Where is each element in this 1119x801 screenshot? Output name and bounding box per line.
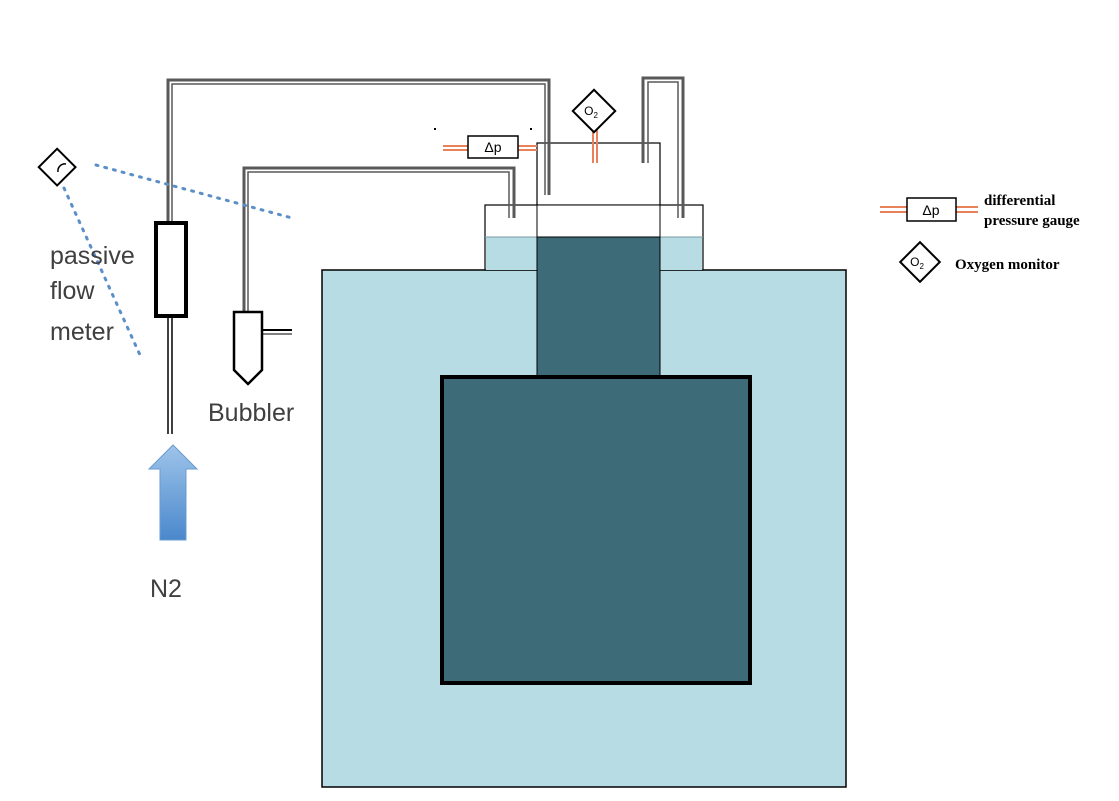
flow-meter-label-line1: passive	[50, 242, 135, 270]
flow-meter-label-line2: flow	[50, 277, 95, 305]
bubbler-label: Bubbler	[208, 399, 294, 427]
n2-supply-tube	[166, 78, 551, 225]
legend-o2-label: Oxygen monitor	[955, 257, 1060, 273]
legend-dp-label-line2: pressure gauge	[984, 213, 1080, 229]
vent-tube-inner	[647, 81, 679, 218]
bubbler-tube	[242, 166, 516, 315]
dp-mark-right	[530, 128, 532, 130]
headspace-box	[536, 142, 661, 206]
legend-dp: Δp	[880, 197, 978, 222]
n2-supply-tube-inner	[171, 83, 546, 225]
dotted-ray-top	[94, 163, 294, 220]
vent-tube-outer	[641, 76, 685, 218]
o2-monitor-symbol: O2	[584, 104, 598, 120]
o2-monitor	[571, 88, 617, 134]
legend-o2: O2	[898, 240, 942, 284]
vessel-neck	[536, 236, 661, 380]
n2-flow-arrow	[147, 444, 199, 541]
dp-gauge-symbol: Δp	[484, 139, 501, 155]
flow-meter-label-line3: meter	[50, 318, 114, 346]
camera-icon	[37, 147, 77, 187]
vessel-body	[440, 375, 752, 685]
dotted-ray-bottom	[62, 186, 142, 357]
bubbler	[232, 310, 264, 386]
flow-meter	[154, 221, 188, 318]
legend-dp-gauge	[906, 197, 957, 222]
dp-mark-left	[434, 128, 436, 130]
bubbler-tube-inner	[247, 171, 510, 315]
gas-label: N2	[150, 575, 182, 603]
legend-dp-symbol: Δp	[922, 202, 939, 218]
legend-o2-symbol: O2	[910, 255, 924, 271]
dp-gauge	[467, 135, 519, 159]
legend-dp-label-line1: differential	[984, 193, 1055, 209]
headspace-inner	[536, 204, 661, 238]
